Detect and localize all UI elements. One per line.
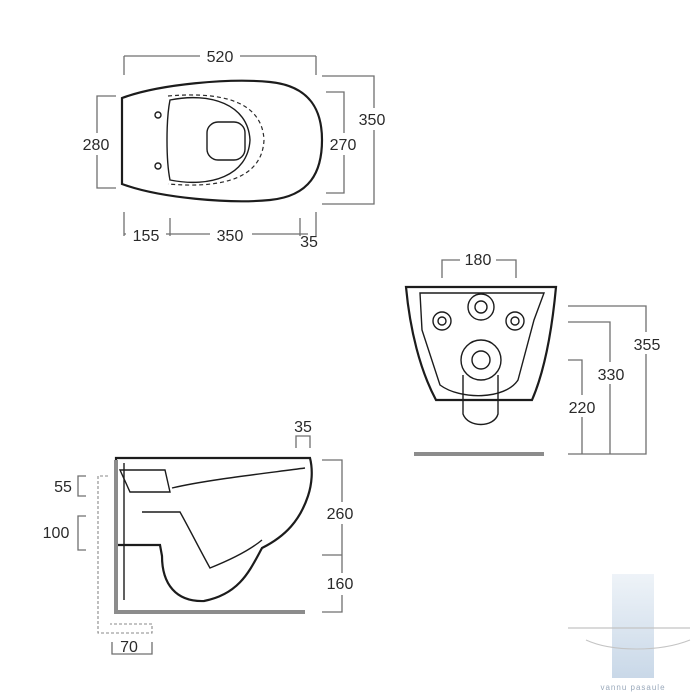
front-view-body-outline [404,285,558,402]
side-view-flush-channel [118,469,171,493]
dim-label-bg-155 [126,224,166,244]
dim-label-bg-260 [322,502,362,524]
front-view-bolt-left-inner [437,316,447,326]
dim-line-355 [568,305,647,455]
dim-label-35-bottom: 35 [300,234,318,251]
side-view-floor-line [114,460,305,614]
watermark-arc [585,639,691,650]
side-view: 35 55 100 260 160 70 [43,419,362,656]
front-view-outlet-spout [462,375,499,426]
top-view-fixing-hole-upper [154,111,162,119]
dim-line-260-160 [322,459,343,613]
top-view-seat-dashed [167,94,265,186]
dim-label-bg-350-right [356,108,392,130]
side-view-wall-frame-dashed [97,475,153,634]
front-view-bolt-left [432,311,452,331]
front-view-cavity-outline [419,292,546,397]
dim-line-220 [568,359,583,454]
top-view-seat-rim [166,96,251,184]
dim-label-270: 270 [330,137,357,154]
dim-label-bg-220 [562,395,602,417]
dim-label-bg-160 [322,573,362,595]
front-view-flush-inlet [467,293,495,321]
front-view-bolt-right [505,311,525,331]
dim-label-350-right: 350 [359,112,386,129]
dim-label-bg-350-bottom [210,224,252,244]
top-view: 520 280 270 350 155 350 35 [80,44,392,251]
dim-label-180: 180 [465,252,492,269]
front-view: 180 355 330 220 [404,248,666,456]
dim-line-55 [77,475,86,497]
dim-line-35-side [295,435,311,448]
watermark-logo: vannu pasaule [568,574,691,692]
dim-label-bg-355 [628,332,666,354]
dim-label-bg-280 [80,133,116,155]
top-view-fixing-hole-lower [154,162,162,170]
dim-label-bg-330 [592,362,630,384]
dim-label-bg-180 [460,248,496,270]
top-view-drain-opening [206,121,246,161]
dim-line-70 [111,642,153,655]
dim-label-55: 55 [54,479,72,496]
dim-label-160: 160 [327,576,354,593]
dim-line-330 [568,321,611,454]
top-view-bowl-outline [120,79,324,203]
dim-label-355: 355 [634,337,661,354]
dim-label-220: 220 [569,400,596,417]
dim-label-280: 280 [83,137,110,154]
dim-label-520: 520 [207,49,234,66]
dim-label-bg-520 [200,44,240,66]
watermark-bar [612,574,654,678]
front-view-flush-inlet-inner [474,300,488,314]
dim-label-260: 260 [327,506,354,523]
dim-label-330: 330 [598,367,625,384]
side-view-trap [142,511,263,569]
dim-label-bg-270 [328,133,364,155]
dim-label-155: 155 [133,228,160,245]
dim-label-35-side: 35 [294,419,312,436]
side-view-bowl-body [114,456,313,603]
side-view-rim-curve [171,467,306,489]
watermark-text: vannu pasaule [600,683,665,692]
front-view-bolt-right-inner [510,316,520,326]
front-view-outlet-inner [471,350,491,370]
dim-label-350-bottom: 350 [217,228,244,245]
dim-label-70: 70 [120,639,138,656]
dim-line-350-right [322,75,375,205]
dim-line-100 [77,515,86,551]
dim-label-100: 100 [43,525,70,542]
front-view-outlet [460,339,502,381]
